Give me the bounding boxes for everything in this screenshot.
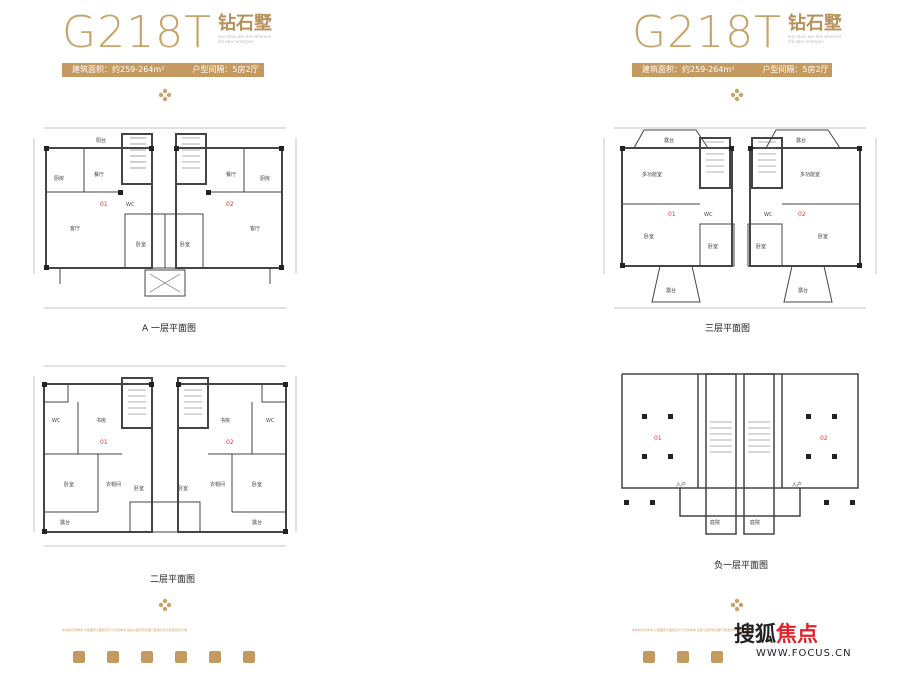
second-floor-plan: 书房 WC 卧室 衣帽间 卧室 卧室 衣帽间 卧室 书房 WC 露台 露台 01… [33,365,297,547]
unit-number: 01 [100,439,108,446]
layout-label: 户型间隔：5房2厅 [192,65,259,74]
series-block: 钻石墅 any stain win des whereve life ober … [217,13,278,45]
feature-icon [198,651,232,663]
room-label: 露台 [664,137,674,144]
room-label: 卧室 [134,485,144,492]
third-floor-plan: 露台 露台 多功能室 多功能室 卧室 卧室 卧室 卧室 WC WC 露台 露台 … [603,127,877,309]
room-label: WC [126,202,135,208]
room-label: 卧室 [252,481,262,488]
ornament-icon [158,88,172,102]
series-subtitle: any stain win des whereve life ober ente… [217,34,272,44]
feature-icon [232,651,266,663]
left-page: G218T 钻石墅 any stain win des whereve life… [33,8,297,663]
room-label: 衣帽间 [210,481,225,488]
room-label: WC [704,212,713,218]
logo-text-red: 焦点 [776,622,818,646]
room-label: 书房 [96,417,106,424]
room-label: 多功能室 [800,171,820,178]
room-label: 卧室 [64,481,74,488]
unit-number: 02 [798,211,806,218]
sohu-focus-logo: 搜狐焦点 [734,618,818,648]
room-label: 卧室 [756,243,766,250]
title-block: G218T 钻石墅 any stain win des whereve life… [62,8,278,60]
area-label: 建筑面积：约259-264m² [642,65,735,74]
room-label: 多功能室 [642,171,662,178]
feature-icon [164,651,198,663]
plan-caption: 二层平面图 [150,575,196,585]
room-label: WC [52,418,61,424]
unit-number: 01 [668,211,676,218]
room-label: 衣帽间 [106,481,121,488]
footer-disclaimer: 本资料仅供参考 户型图所示面积及尺寸仅供参考 最终以政府有关部门批准文件及买卖合… [632,628,757,632]
room-label: 卧室 [178,485,188,492]
room-label: 庭院 [750,519,760,526]
room-label: 客厅 [70,225,80,232]
room-label: WC [266,418,275,424]
title-block: G218T 钻石墅 any stain win des whereve life… [632,8,848,60]
series-block: 钻石墅 any stain win des whereve life ober … [787,13,848,45]
room-label: 阳台 [96,137,106,144]
feature-icon [666,651,700,663]
room-label: 卧室 [180,241,190,248]
room-label: 入户 [676,481,686,488]
unit-number: 02 [226,439,234,446]
feature-icon [96,651,130,663]
ornament-icon [158,598,172,612]
logo-text-black: 搜狐 [734,622,776,646]
feature-icon [62,651,96,663]
area-label: 建筑面积：约259-264m² [72,65,165,74]
first-floor-plan: 阳台 厨房 餐厅 客厅 卧室 卧室 WC 餐厅 厨房 客厅 01 02 [33,127,297,309]
ornament-icon [730,88,744,102]
room-label: 露台 [60,519,70,526]
room-label: 卧室 [644,233,654,240]
room-label: 露台 [252,519,262,526]
room-label: 书房 [220,417,230,424]
series-name: 钻石墅 [787,13,842,34]
room-label: 餐厅 [94,171,104,178]
series-name: 钻石墅 [217,13,272,34]
basement-plan: 入户 入户 庭院 庭院 01 02 [621,373,859,535]
room-label: 厨房 [260,175,270,182]
feature-icon [700,651,734,663]
unit-number: 02 [820,435,828,442]
room-label: 露台 [666,287,676,294]
plan-caption: 负一层平面图 [714,561,769,571]
focus-watermark: 搜狐焦点 WWW.FOCUS.CN [734,618,851,659]
feature-icon [130,651,164,663]
unit-number: 01 [654,435,662,442]
unit-number: 01 [100,201,108,208]
feature-icons [62,651,266,663]
footer-disclaimer: 本资料仅供参考 户型图所示面积及尺寸仅供参考 最终以政府有关部门批准文件及买卖合… [62,628,187,632]
feature-icon [632,651,666,663]
feature-icons [632,651,734,663]
plan-caption: A 一层平面图 [142,324,197,334]
room-label: 餐厅 [226,171,236,178]
series-subtitle: any stain win des whereve life ober ente… [787,34,842,44]
room-label: 卧室 [818,233,828,240]
model-name: G218T [632,7,782,58]
layout-label: 户型间隔：5房2厅 [762,65,829,74]
plan-caption: 三层平面图 [705,324,751,334]
room-label: 庭院 [710,519,720,526]
right-page: G218T 钻石墅 any stain win des whereve life… [450,0,900,675]
unit-number: 02 [226,201,234,208]
watermark-url: WWW.FOCUS.CN [756,648,852,659]
room-label: WC [764,212,773,218]
ornament-icon [730,598,744,612]
room-label: 卧室 [708,243,718,250]
room-label: 入户 [792,481,802,488]
room-label: 卧室 [136,241,146,248]
room-label: 露台 [798,287,808,294]
room-label: 露台 [796,137,806,144]
room-label: 厨房 [54,175,64,182]
model-name: G218T [62,7,212,58]
room-label: 客厅 [250,225,260,232]
spec-bar: 建筑面积：约259-264m² 户型间隔：5房2厅 [632,63,832,77]
spec-bar: 建筑面积：约259-264m² 户型间隔：5房2厅 [62,63,264,77]
